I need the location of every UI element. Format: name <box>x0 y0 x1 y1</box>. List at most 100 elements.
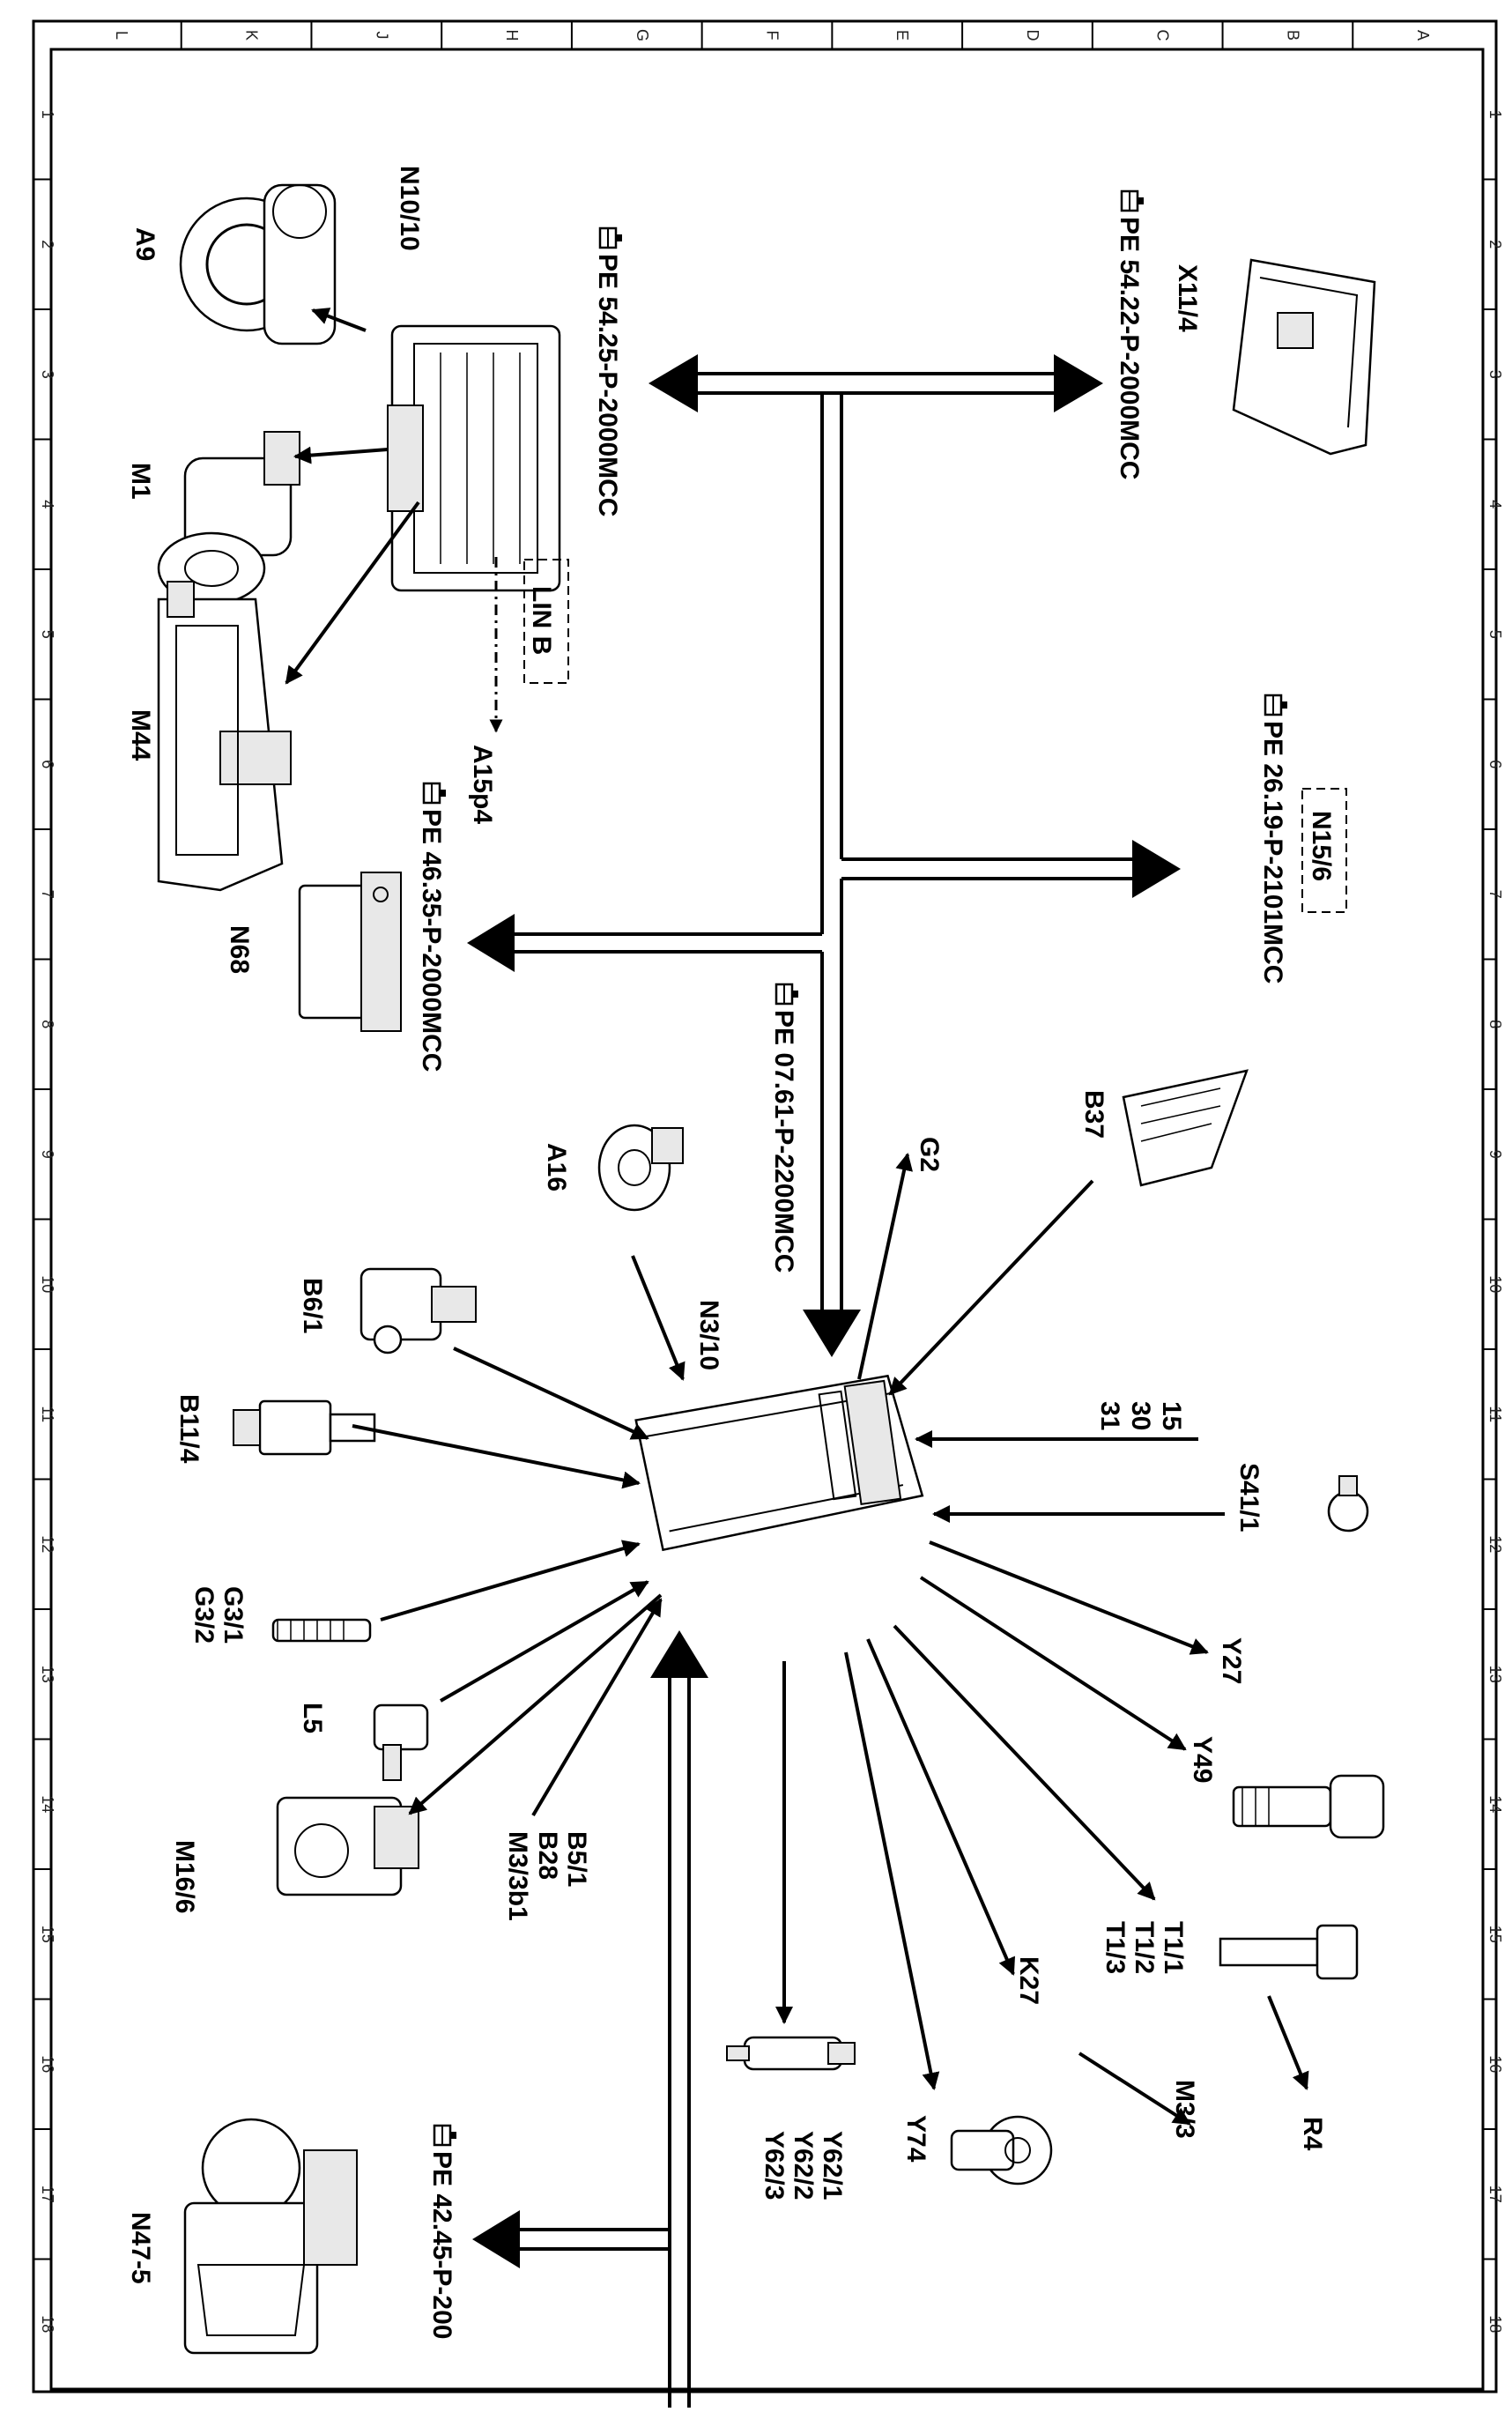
column-letter: A <box>1414 30 1432 41</box>
row-number: 1 <box>39 110 56 119</box>
bus-arrow-down-n3-10 <box>803 1310 861 1357</box>
row-number: 6 <box>39 760 56 768</box>
column-letter: K <box>243 30 261 41</box>
label-x11-4: X11/4 <box>1173 264 1202 332</box>
s41-1-switch[interactable] <box>1327 1475 1369 1533</box>
column-letter: G <box>634 29 651 41</box>
row-number: 17 <box>39 2186 56 2203</box>
column-letter: H <box>503 30 521 41</box>
references-layer: PE 54.25-P-2000MCC PE 54.22-P-2000MCC PE 2… <box>417 189 1289 2339</box>
row-number: 13 <box>1486 1666 1504 1683</box>
label-g3-1: G3/1 <box>219 1586 248 1644</box>
book-pointer-icon <box>1264 694 1289 716</box>
m16-6-actuator[interactable] <box>276 1796 419 1896</box>
row-number: 15 <box>1486 1926 1504 1943</box>
reference-ref-54-22[interactable]: PE 54.22-P-2000MCC <box>1115 189 1145 479</box>
label-m16-6: M16/6 <box>170 1840 199 1913</box>
n10-10-module[interactable] <box>387 324 561 592</box>
label-lin-b: LIN B <box>527 586 556 655</box>
a16-sensor[interactable] <box>597 1124 684 1212</box>
row-number: 4 <box>1486 500 1504 508</box>
label-m44: M44 <box>126 709 155 761</box>
l5-sensor[interactable] <box>373 1703 429 1781</box>
t1-coil[interactable] <box>1219 1924 1359 1980</box>
label-g3-2: G3/2 <box>189 1586 219 1644</box>
reference-ref-07-61[interactable]: PE 07.61-P-2200MCC <box>769 983 800 1273</box>
row-number: 16 <box>1486 2055 1504 2073</box>
row-number: 5 <box>1486 630 1504 639</box>
row-number: 12 <box>1486 1535 1504 1553</box>
row-number: 3 <box>1486 370 1504 379</box>
row-number: 13 <box>39 1666 56 1683</box>
label-y27: Y27 <box>1217 1637 1246 1684</box>
row-number: 9 <box>39 1150 56 1159</box>
row-number: 11 <box>39 1406 56 1422</box>
label-t30: 30 <box>1126 1401 1155 1430</box>
row-number: 6 <box>1486 760 1504 768</box>
column-letter: E <box>893 30 911 41</box>
row-number: 14 <box>39 1795 56 1813</box>
column-letter: F <box>764 31 782 41</box>
label-l5: L5 <box>298 1703 327 1733</box>
y74-valve[interactable] <box>950 2115 1053 2186</box>
row-number: 10 <box>1486 1275 1504 1293</box>
label-t31: 31 <box>1095 1401 1124 1430</box>
reference-ref-42-45[interactable]: PE 42.45-P-200 <box>427 2124 458 2339</box>
reference-ref-46-35[interactable]: PE 46.35-P-2000MCC <box>417 782 448 1072</box>
bus-lines <box>467 354 1181 2408</box>
g3-1-g3-2-sensor[interactable] <box>271 1618 372 1643</box>
m44-motor[interactable] <box>157 581 292 892</box>
label-t1-2: T1/2 <box>1130 1921 1159 1974</box>
row-number: 18 <box>1486 2315 1504 2333</box>
lin-b-box <box>523 559 569 684</box>
m1-starter[interactable] <box>157 431 300 605</box>
column-letter: C <box>1154 30 1172 41</box>
column-letter: D <box>1024 30 1041 41</box>
label-b5-1: B5/1 <box>562 1831 591 1887</box>
label-m1: M1 <box>126 463 155 500</box>
book-pointer-icon <box>598 226 624 249</box>
label-n68: N68 <box>225 925 254 974</box>
row-number: 1 <box>1486 110 1504 119</box>
b6-1-sensor[interactable] <box>359 1267 477 1354</box>
row-number: 15 <box>39 1926 56 1943</box>
reference-ref-54-25[interactable]: PE 54.25-P-2000MCC <box>593 226 624 516</box>
row-number: 2 <box>39 240 56 249</box>
n47-5-unit[interactable] <box>183 2118 358 2355</box>
row-number: 8 <box>39 1020 56 1028</box>
row-number: 8 <box>1486 1020 1504 1028</box>
label-y62-2: Y62/2 <box>789 2131 818 2200</box>
x11-4-component[interactable] <box>1232 258 1376 456</box>
row-number: 17 <box>1486 2186 1504 2203</box>
book-pointer-icon <box>1120 189 1145 212</box>
b37-sensor[interactable] <box>1122 1069 1249 1187</box>
n3-10-ecu[interactable] <box>634 1374 924 1552</box>
label-m3-3b1: M3/3b1 <box>503 1831 532 1921</box>
reference-text: PE 42.45-P-200 <box>427 2151 456 2339</box>
y62-injector[interactable] <box>726 2036 856 2071</box>
n68-module[interactable] <box>298 872 402 1032</box>
label-s41-1: S41/1 <box>1234 1463 1264 1532</box>
row-number: 5 <box>39 630 56 639</box>
b11-4-sensor[interactable] <box>233 1399 376 1456</box>
label-b28: B28 <box>533 1831 562 1880</box>
label-y62-3: Y62/3 <box>760 2131 789 2200</box>
reference-text: PE 54.22-P-2000MCC <box>1115 217 1144 479</box>
column-letter: L <box>113 31 130 40</box>
bus-arrow-up-n3-10 <box>650 1630 708 1678</box>
a9-throttle[interactable] <box>179 183 337 345</box>
n10-10-connectors <box>285 308 503 733</box>
row-number: 16 <box>39 2055 56 2073</box>
label-t15: 15 <box>1157 1401 1186 1430</box>
reference-text: PE 07.61-P-2200MCC <box>769 1010 798 1273</box>
reference-ref-26-19[interactable]: PE 26.19-P-2101MCC <box>1258 694 1289 983</box>
y49-valve[interactable] <box>1232 1774 1385 1839</box>
label-a16: A16 <box>542 1143 571 1191</box>
label-n47-5: N47-5 <box>126 2212 155 2284</box>
ecu-connectors <box>352 1153 1309 2126</box>
row-number: 2 <box>1486 240 1504 249</box>
